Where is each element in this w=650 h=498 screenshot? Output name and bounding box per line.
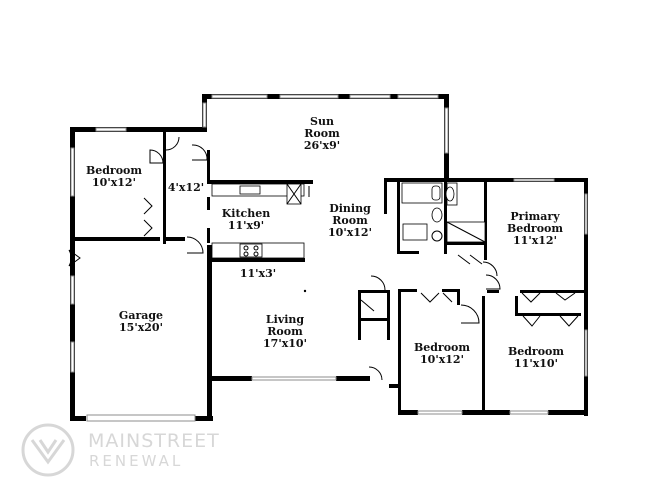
watermark-line-1: MAINSTREET: [88, 430, 220, 452]
garage-name: Garage: [119, 309, 163, 322]
fixtures: [211, 182, 486, 259]
living-size: 17'x10': [263, 337, 307, 350]
primary-size: 11'x12': [513, 234, 557, 247]
sun-room-name-2: Room: [304, 127, 340, 140]
sun-room-size: 26'x9': [304, 139, 340, 152]
sun-room-name-1: Sun: [310, 115, 334, 128]
kitchen-size: 11'x9': [228, 219, 264, 232]
primary-name-1: Primary: [510, 210, 560, 223]
windows: [70, 94, 588, 422]
garage-size: 15'x20': [119, 321, 163, 334]
living-name-2: Room: [267, 325, 303, 338]
dining-name-2: Room: [332, 214, 368, 227]
bedroom-nw-size: 10'x12': [92, 176, 136, 189]
dining-size: 10'x12': [328, 226, 372, 239]
living-name-1: Living: [266, 313, 304, 326]
walls: [70, 94, 588, 421]
hall-4x12-size: 4'x12': [168, 181, 204, 194]
primary-name-2: Bedroom: [507, 222, 563, 235]
bedroom-nw-name: Bedroom: [86, 164, 142, 177]
bedroom-se-size: 11'x10': [514, 357, 558, 370]
bedroom-mid-name: Bedroom: [414, 341, 470, 354]
watermark: MAINSTREET RENEWAL: [21, 423, 220, 477]
kitchen-name: Kitchen: [222, 207, 271, 220]
dining-name-1: Dining: [329, 202, 371, 215]
room-labels: Sun Room 26'x9' Bedroom 10'x12' 4'x12' K…: [86, 115, 564, 370]
watermark-line-2: RENEWAL: [89, 452, 183, 470]
hall-11x3-size: 11'x3': [240, 267, 276, 280]
bedroom-se-name: Bedroom: [508, 345, 564, 358]
doors: [68, 136, 579, 381]
watermark-logo-icon: [21, 423, 75, 477]
bedroom-mid-size: 10'x12': [420, 353, 464, 366]
